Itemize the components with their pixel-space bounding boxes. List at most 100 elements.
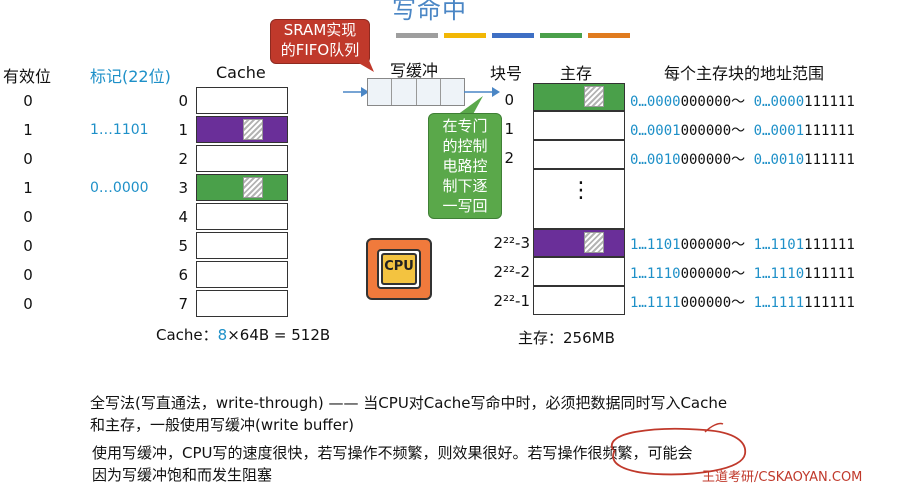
addr-start-tag: 0…0000 — [630, 94, 681, 110]
cache-size-label: Cache： — [156, 326, 218, 344]
addr-end-offset: 111111 — [804, 295, 855, 311]
mem-block-0 — [533, 83, 625, 111]
cache-line-5 — [196, 232, 288, 259]
address-range-row: 1…1111000000～ 1…1111111111 — [630, 292, 855, 312]
green-callout-pointer — [453, 96, 483, 118]
mem-block-number-n3: 2²²-3 — [493, 234, 530, 252]
write-through-description: 全写法(写直通法，write-through) —— 当CPU对Cache写命中… — [90, 392, 810, 436]
addr-start-tag: 1…1111 — [630, 295, 681, 311]
addr-start-offset: 000000～ — [680, 94, 754, 110]
mem-ellipsis: ⋮ — [570, 178, 592, 203]
mem-block-number-n1: 2²²-1 — [493, 292, 530, 310]
sram-callout-pointer — [350, 58, 374, 72]
valid-bit-1: 1 — [23, 121, 33, 139]
cache-line-7 — [196, 290, 288, 317]
mem-block-number-2: 2 — [504, 149, 514, 167]
mem-block-middle: ⋮ — [533, 169, 625, 229]
sram-callout: SRAM实现 的FIFO队列 — [270, 19, 370, 64]
cache-index-6: 6 — [178, 266, 188, 284]
address-range-row: 0…0000000000～ 0…0000111111 — [630, 91, 855, 111]
addr-start-offset: 000000～ — [680, 266, 754, 282]
accent-bar-orange — [588, 33, 630, 38]
cache-line-2 — [196, 145, 288, 172]
valid-bit-2: 0 — [23, 150, 33, 168]
cache-line-count: 8 — [217, 326, 228, 344]
sram-callout-line2: 的FIFO队列 — [280, 41, 360, 59]
dirty-word-marker — [243, 119, 263, 140]
cache-size-caption: Cache：8×64B = 512B — [156, 324, 330, 345]
callout-line-1: 在专门 — [442, 117, 488, 135]
paragraph-2-line-2: 因为写缓冲饱和而发生阻塞 — [92, 466, 273, 484]
addr-end-offset: 111111 — [804, 152, 855, 168]
address-range-header: 每个主存块的地址范围 — [664, 64, 825, 83]
addr-end-tag: 1…1110 — [753, 266, 805, 282]
cache-index-0: 0 — [178, 92, 188, 110]
mem-block-2 — [533, 140, 625, 169]
write-buffer-slot — [417, 79, 441, 105]
accent-bar-yellow — [444, 33, 486, 38]
mem-block-n2 — [533, 257, 625, 286]
cache-index-4: 4 — [178, 208, 188, 226]
cache-index-5: 5 — [178, 237, 188, 255]
accent-bar-green — [540, 33, 582, 38]
page-title: 写命中 — [392, 0, 467, 24]
dirty-word-marker — [584, 232, 604, 253]
watermark: 王道考研/CSKAOYAN.COM — [702, 470, 863, 485]
addr-start-tag: 0…0010 — [630, 152, 681, 168]
write-buffer-slot — [392, 79, 417, 105]
mem-block-1 — [533, 111, 625, 140]
paragraph-2-line-1: 使用写缓冲，CPU写的速度很快，若写操作不频繁，则效果很好。若写操作很频繁，可能… — [92, 444, 693, 462]
addr-end-offset: 111111 — [804, 237, 855, 253]
addr-end-offset: 111111 — [804, 266, 855, 282]
cache-line-4 — [196, 203, 288, 230]
addr-start-tag: 1…1110 — [630, 266, 681, 282]
valid-bit-0: 0 — [23, 92, 33, 110]
write-buffer-description: 使用写缓冲，CPU写的速度很快，若写操作不频繁，则效果很好。若写操作很频繁，可能… — [92, 442, 812, 486]
cpu-chip: CPU — [366, 238, 432, 300]
write-buffer-arrow-in — [343, 87, 369, 97]
addr-start-offset: 000000～ — [680, 237, 754, 253]
valid-bit-4: 0 — [23, 208, 33, 226]
callout-line-3: 电路控 — [442, 157, 488, 175]
addr-end-offset: 111111 — [804, 123, 855, 139]
mem-block-n1 — [533, 286, 625, 315]
block-number-header: 块号 — [490, 64, 523, 83]
valid-bit-7: 0 — [23, 295, 33, 313]
valid-bit-header: 有效位 — [3, 67, 52, 86]
cpu-label: CPU — [384, 259, 414, 274]
mem-block-number-1: 1 — [504, 120, 514, 138]
addr-end-tag: 1…1111 — [753, 295, 805, 311]
cache-line-6 — [196, 261, 288, 288]
addr-end-tag: 1…1101 — [753, 237, 805, 253]
dirty-word-marker — [584, 86, 604, 107]
callout-line-2: 的控制 — [442, 137, 488, 155]
write-back-callout: 在专门 的控制 电路控 制下逐 一写回 — [428, 113, 502, 219]
addr-start-offset: 000000～ — [680, 295, 754, 311]
mem-block-number-0: 0 — [504, 91, 514, 109]
addr-start-offset: 000000～ — [680, 152, 754, 168]
tag-row-1: 1…1101 — [90, 122, 149, 138]
mem-block-n3 — [533, 229, 625, 257]
valid-bit-3: 1 — [23, 179, 33, 197]
write-buffer-slot — [368, 79, 393, 105]
cache-header: Cache — [216, 63, 266, 82]
paragraph-1-line-2: 和主存，一般使用写缓冲(write buffer) — [90, 416, 354, 434]
valid-bit-6: 0 — [23, 266, 33, 284]
accent-bar-gray — [396, 33, 438, 38]
accent-bar-blue — [492, 33, 534, 38]
paragraph-1-line-1: 全写法(写直通法，write-through) —— 当CPU对Cache写命中… — [90, 394, 728, 412]
address-range-row: 0…0010000000～ 0…0010111111 — [630, 149, 855, 169]
cache-index-7: 7 — [178, 295, 188, 313]
mem-block-number-n2: 2²²-2 — [493, 263, 530, 281]
address-range-row: 1…1101000000～ 1…1101111111 — [630, 234, 855, 254]
cache-index-2: 2 — [178, 150, 188, 168]
addr-start-offset: 000000～ — [680, 123, 754, 139]
valid-bit-5: 0 — [23, 237, 33, 255]
sram-callout-line1: SRAM实现 — [283, 21, 357, 39]
tag-row-3: 0…0000 — [90, 180, 149, 196]
cache-size-rest: ×64B = 512B — [227, 326, 331, 344]
write-buffer-header: 写缓冲 — [390, 61, 439, 80]
cache-line-1 — [196, 116, 288, 143]
tag-header: 标记(22位) — [90, 67, 171, 86]
cache-line-0 — [196, 87, 288, 114]
